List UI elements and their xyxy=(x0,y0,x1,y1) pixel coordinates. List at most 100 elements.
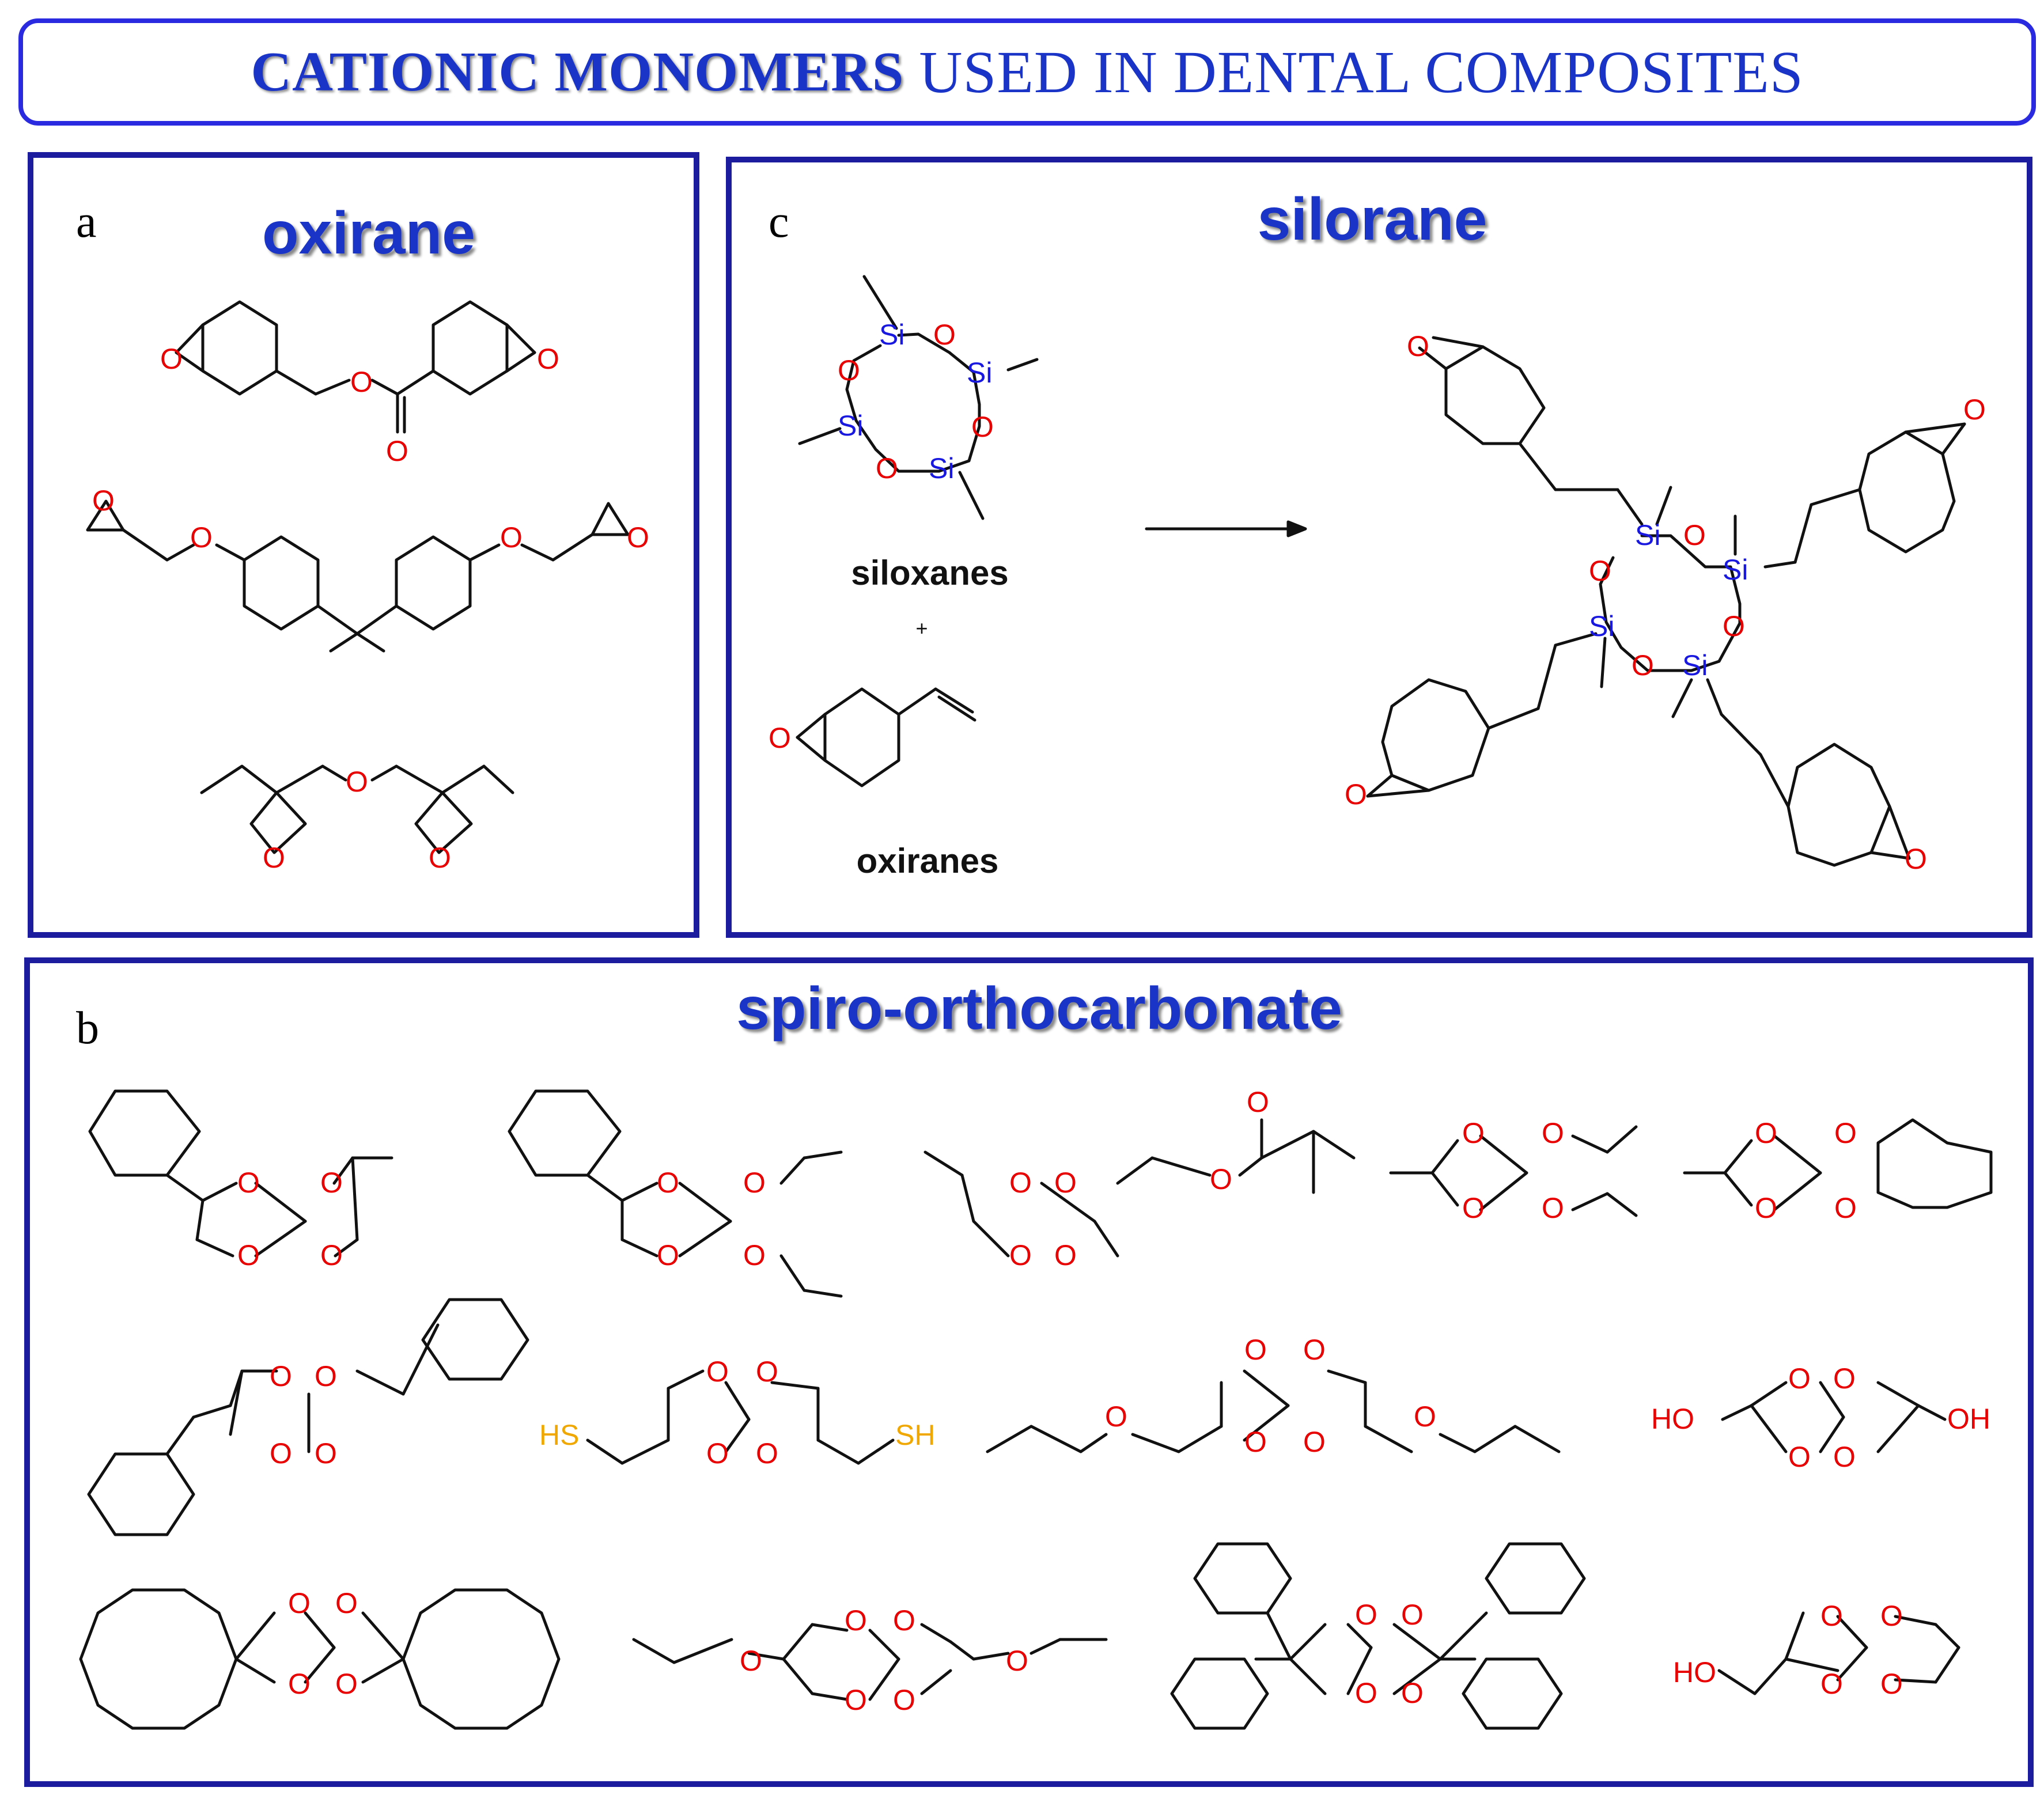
structure-spiro-5: O O O O xyxy=(1683,1117,1993,1224)
panel-a-letter: a xyxy=(76,196,97,247)
svg-text:O: O xyxy=(1054,1167,1077,1199)
svg-text:O: O xyxy=(706,1355,729,1388)
svg-text:O: O xyxy=(1210,1163,1232,1195)
svg-text:O: O xyxy=(350,366,373,398)
svg-text:O: O xyxy=(1820,1668,1843,1700)
svg-text:O: O xyxy=(1414,1400,1436,1433)
svg-text:O: O xyxy=(92,484,115,517)
structure-vinyl-cyclohexene-oxide: O xyxy=(769,687,976,787)
structure-spiro-3: O O O O O O xyxy=(923,1086,1356,1271)
title-bold-part: CATIONIC MONOMERS xyxy=(251,41,904,103)
svg-text:O: O xyxy=(1542,1117,1564,1149)
svg-text:SH: SH xyxy=(895,1419,935,1451)
svg-text:O: O xyxy=(315,1437,337,1470)
svg-text:O: O xyxy=(1401,1599,1424,1631)
structure-spiro-1: O O O O xyxy=(88,1089,393,1271)
oxiranes-label: oxiranes xyxy=(856,842,999,880)
svg-text:Si: Si xyxy=(1723,554,1748,586)
panel-b-heading: spiro-orthocarbonate xyxy=(736,975,1342,1042)
structure-silorane: Si O Si O Si O Si O O O O O xyxy=(1345,330,1986,875)
svg-text:O: O xyxy=(335,1668,358,1700)
svg-text:OH: OH xyxy=(1947,1403,1990,1435)
svg-text:O: O xyxy=(1880,1600,1903,1632)
svg-text:HO: HO xyxy=(1651,1403,1694,1435)
svg-text:Si: Si xyxy=(929,452,954,484)
svg-text:O: O xyxy=(1788,1362,1811,1395)
svg-text:O: O xyxy=(1462,1192,1485,1224)
svg-text:O: O xyxy=(190,521,213,554)
title-rest-part: USED IN DENTAL COMPOSITES xyxy=(919,39,1804,105)
svg-text:O: O xyxy=(838,354,860,387)
svg-text:O: O xyxy=(1407,330,1429,362)
svg-text:O: O xyxy=(1054,1239,1077,1271)
svg-text:O: O xyxy=(160,343,183,375)
structure-spiro-9: HO OH O O O O xyxy=(1651,1362,1990,1473)
svg-text:O: O xyxy=(657,1167,679,1199)
svg-text:O: O xyxy=(1723,610,1745,642)
svg-text:O: O xyxy=(320,1239,343,1271)
svg-text:O: O xyxy=(845,1604,867,1637)
svg-text:O: O xyxy=(320,1167,343,1199)
svg-text:O: O xyxy=(288,1668,311,1700)
svg-text:O: O xyxy=(1345,778,1367,811)
svg-text:O: O xyxy=(893,1604,915,1637)
svg-text:O: O xyxy=(270,1360,292,1392)
svg-text:O: O xyxy=(1244,1426,1267,1458)
siloxanes-label: siloxanes xyxy=(851,554,1009,592)
svg-text:O: O xyxy=(1833,1441,1856,1473)
svg-text:O: O xyxy=(1834,1192,1857,1224)
structure-spiro-8: O O O O O O xyxy=(986,1334,1561,1458)
svg-text:O: O xyxy=(1880,1668,1903,1700)
svg-text:O: O xyxy=(1833,1362,1856,1395)
structure-bis-oxetane-ether: O O O xyxy=(200,764,514,874)
svg-text:O: O xyxy=(1355,1677,1377,1709)
svg-text:O: O xyxy=(756,1437,778,1470)
structure-cyclotetrasiloxane: Si O Si O Si O Si O xyxy=(798,275,1039,520)
svg-text:O: O xyxy=(1009,1167,1032,1199)
svg-text:O: O xyxy=(1462,1117,1485,1149)
structure-bisphenol-a-diglycidyl-ether: O O O O xyxy=(86,484,649,653)
svg-text:O: O xyxy=(876,452,898,484)
panel-oxirane xyxy=(28,152,699,938)
reaction-arrow xyxy=(1145,520,1307,537)
svg-text:O: O xyxy=(893,1684,915,1716)
svg-text:Si: Si xyxy=(1635,519,1660,551)
panel-b-letter: b xyxy=(76,1003,99,1054)
svg-text:O: O xyxy=(1632,649,1654,681)
svg-text:O: O xyxy=(769,722,791,754)
svg-text:O: O xyxy=(1247,1086,1269,1118)
svg-text:O: O xyxy=(237,1239,260,1271)
svg-text:O: O xyxy=(1755,1117,1777,1149)
svg-text:Si: Si xyxy=(1589,610,1614,642)
svg-text:O: O xyxy=(933,319,956,351)
structure-spiro-11: O O O O O O xyxy=(632,1604,1108,1716)
structure-spiro-13: HO O O O O xyxy=(1673,1600,1960,1700)
svg-text:O: O xyxy=(1006,1645,1028,1677)
structure-spiro-7: HS SH O O O O xyxy=(539,1355,935,1470)
panel-a-heading: oxirane xyxy=(262,200,475,267)
svg-text:O: O xyxy=(1303,1426,1326,1458)
svg-text:O: O xyxy=(1963,393,1986,426)
svg-text:O: O xyxy=(1755,1192,1777,1224)
svg-text:O: O xyxy=(740,1645,762,1677)
svg-text:O: O xyxy=(315,1360,337,1392)
svg-text:O: O xyxy=(288,1587,311,1619)
svg-text:O: O xyxy=(1834,1117,1857,1149)
svg-text:O: O xyxy=(1401,1677,1424,1709)
svg-text:O: O xyxy=(237,1167,260,1199)
svg-text:O: O xyxy=(1244,1334,1267,1366)
title-banner: CATIONIC MONOMERS USED IN DENTAL COMPOSI… xyxy=(18,18,2036,126)
svg-text:Si: Si xyxy=(967,357,992,389)
svg-text:O: O xyxy=(537,343,559,375)
svg-text:O: O xyxy=(263,842,285,874)
panel-c-letter: c xyxy=(769,196,789,247)
structure-spiro-2: O O O O xyxy=(508,1089,843,1298)
panel-silorane xyxy=(726,157,2032,938)
structure-spiro-4: O O O O xyxy=(1389,1117,1638,1224)
svg-text:O: O xyxy=(845,1684,867,1716)
svg-text:Si: Si xyxy=(879,319,904,351)
svg-text:O: O xyxy=(270,1437,292,1470)
structure-cycloaliphatic-epoxy-ester: O O O O xyxy=(160,300,559,467)
svg-text:O: O xyxy=(1820,1600,1843,1632)
